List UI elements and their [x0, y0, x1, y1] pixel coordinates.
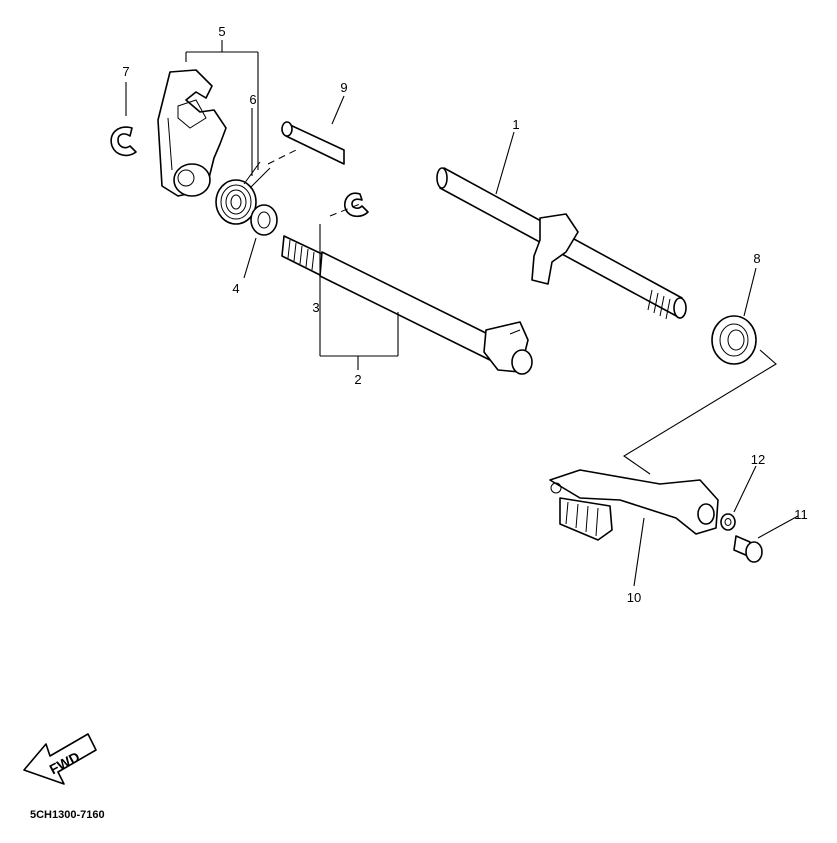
alignment-lines — [267, 147, 361, 217]
callout-10: 10 — [627, 590, 641, 605]
diagram-code: 5CH1300-7160 — [30, 809, 105, 821]
callout-11: 11 — [794, 507, 808, 522]
fwd-arrow-icon: FWD — [23, 733, 97, 785]
shift-shaft-part-2 — [281, 235, 533, 375]
callout-5: 5 — [218, 24, 225, 39]
callout-4: 4 — [232, 281, 239, 296]
callout-2: 2 — [354, 372, 361, 387]
shift-shaft-part-1 — [436, 167, 687, 320]
callout-7: 7 — [122, 64, 129, 79]
washer-part-4 — [250, 204, 278, 236]
callout-6: 6 — [249, 92, 256, 107]
spring-part-6 — [215, 161, 271, 225]
washer-part-12 — [720, 513, 736, 531]
pin-part-9 — [281, 121, 345, 165]
callout-12: 12 — [751, 452, 765, 467]
shift-lever-part-5 — [157, 69, 227, 197]
oil-seal-part-8 — [711, 315, 757, 365]
circlip-part-3 — [344, 192, 369, 218]
pedal-connection-line — [622, 349, 777, 475]
bolt-part-11 — [733, 535, 763, 563]
shift-pedal-part-10 — [549, 469, 719, 541]
callout-3: 3 — [312, 300, 319, 315]
circlip-part-7 — [110, 126, 137, 157]
leader-lines — [125, 40, 799, 587]
callout-9: 9 — [340, 80, 347, 95]
callout-1: 1 — [512, 117, 519, 132]
callout-8: 8 — [753, 251, 760, 266]
